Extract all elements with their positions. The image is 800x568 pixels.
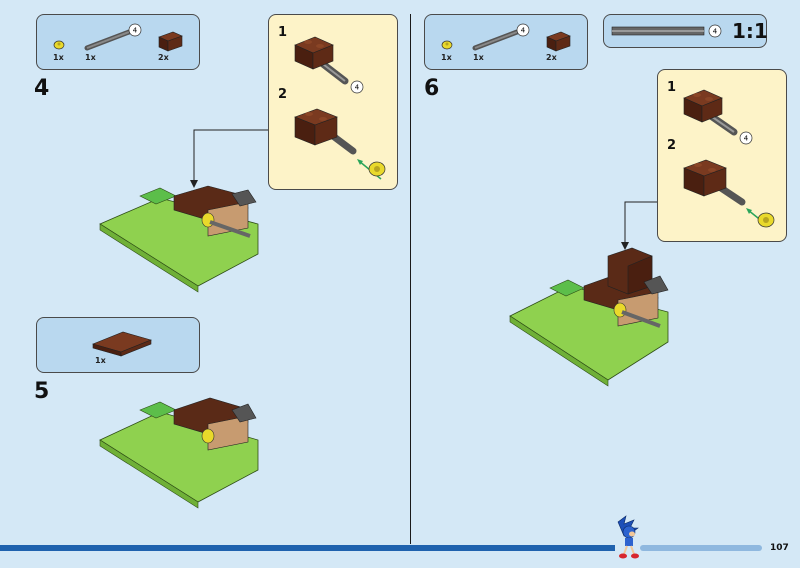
footer-progress-bar [640, 545, 762, 551]
footer-bar [0, 545, 615, 551]
sonic-character-icon [614, 514, 644, 560]
step-6-model-illustration [508, 246, 688, 386]
page-number: 107 [770, 543, 789, 553]
